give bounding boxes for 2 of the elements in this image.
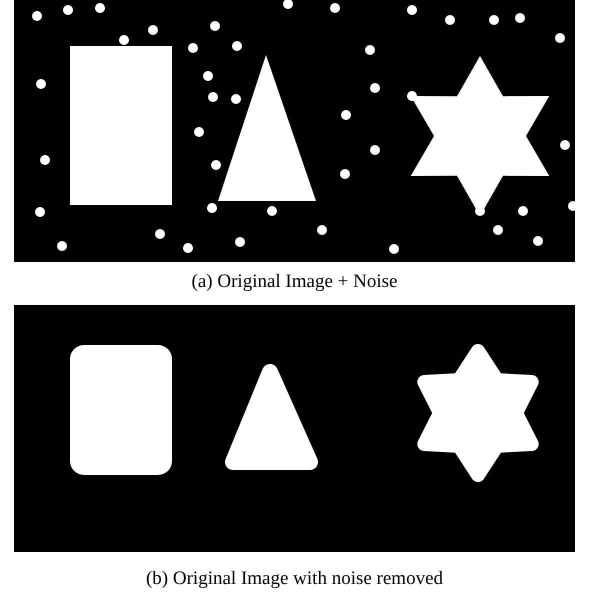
figure-caption: (b) Original Image with noise removed [146,568,444,590]
figure-caption: (a) Original Image + Noise [192,271,398,293]
